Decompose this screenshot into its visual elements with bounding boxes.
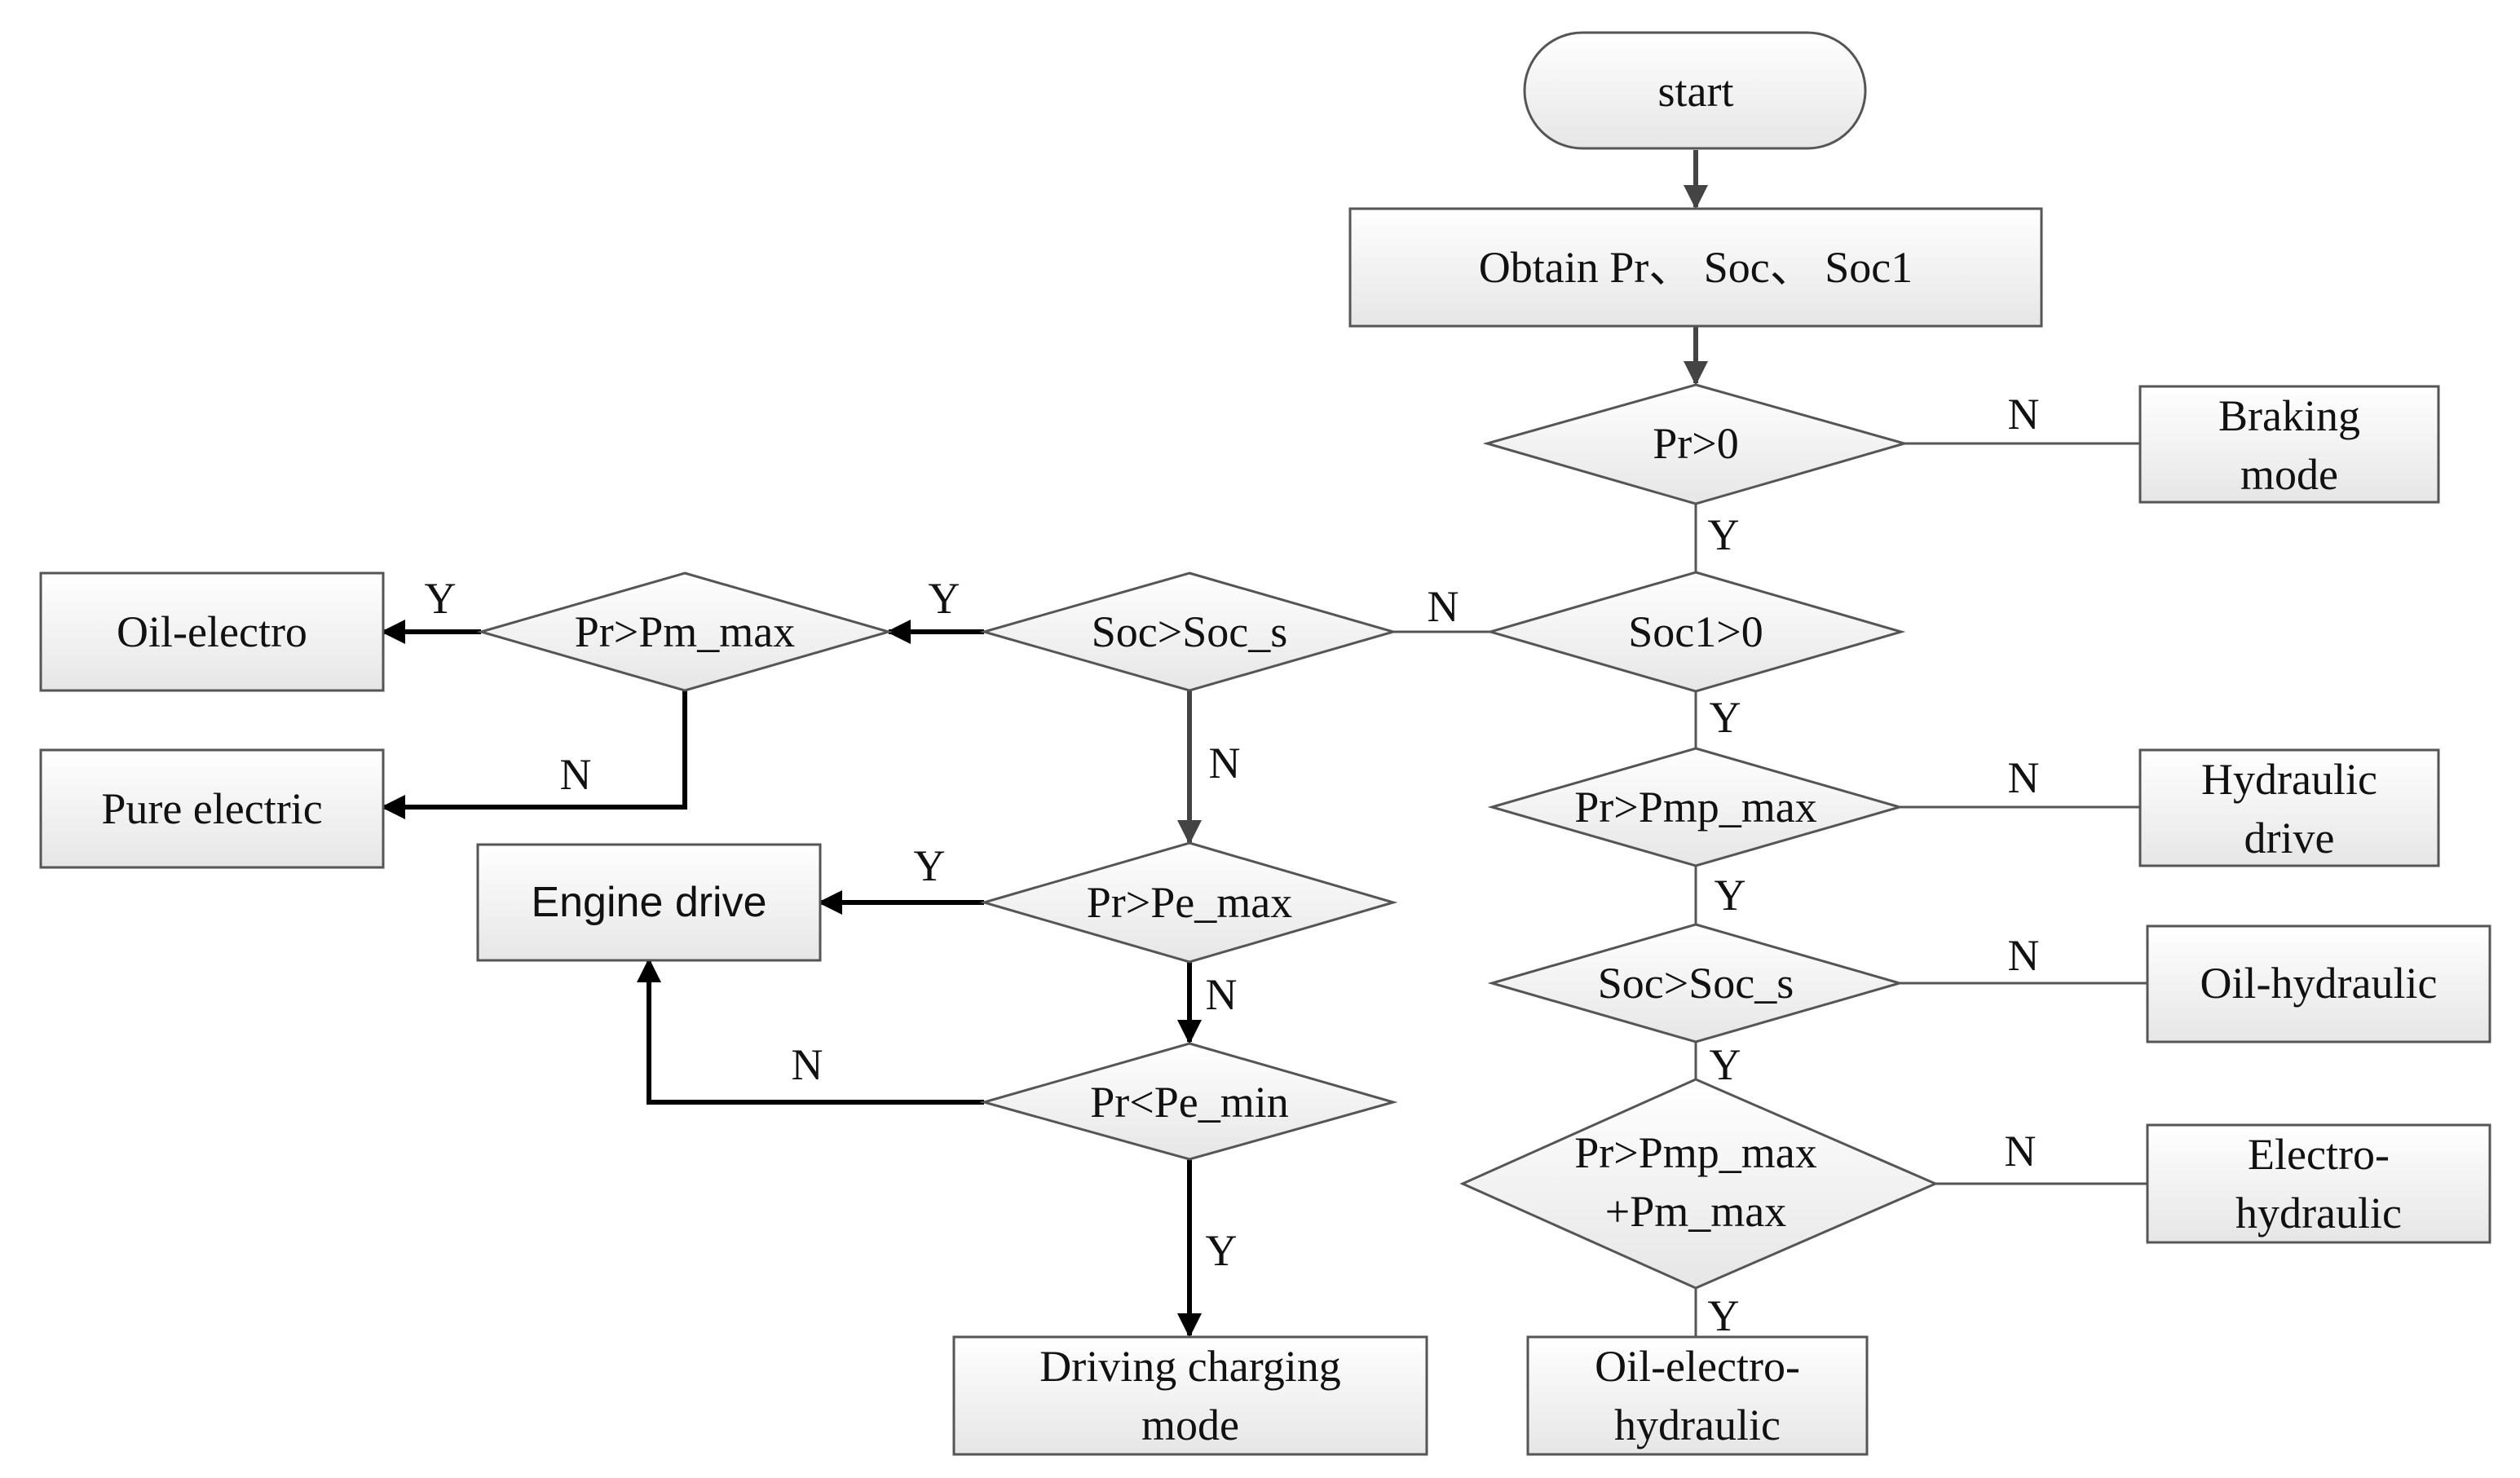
- edge-label-pmmax-y: Y: [425, 574, 457, 623]
- edge-label-pmp-pm-n: N: [2005, 1127, 2037, 1176]
- edge-label-pemax-y: Y: [914, 841, 946, 890]
- edge-label-pmmax-n: N: [560, 750, 592, 799]
- label-oil-electro-hydraulic-line2: hydraulic: [1614, 1401, 1781, 1449]
- shapes: [39, 31, 2491, 1456]
- node-obtain: [1348, 207, 2043, 328]
- node-pr-gt-pm-max: [476, 571, 894, 692]
- edge-label-pr0-y: Y: [1708, 510, 1740, 559]
- node-electro-hydraulic: [2146, 1123, 2491, 1244]
- node-pr-gt-0: [1482, 383, 1909, 505]
- node-driving-charging-mode: [952, 1335, 1428, 1456]
- label-obtain: Obtain Pr、 Soc、 Soc1: [1479, 243, 1913, 292]
- label-electro-hydraulic-line2: hydraulic: [2235, 1189, 2402, 1238]
- label-soc1-gt-0: Soc1>0: [1628, 607, 1763, 656]
- node-pr-lt-pe-min: [979, 1042, 1398, 1161]
- label-pr-gt-pe-max: Pr>Pe_max: [1087, 878, 1292, 927]
- edge-label-pmp-pm-y: Y: [1708, 1291, 1740, 1340]
- edge-label-soc1-n: N: [1428, 582, 1459, 631]
- edge-pmmax-to-pureelectric: [381, 690, 687, 819]
- label-driving-charging-line1: Driving charging: [1039, 1342, 1340, 1391]
- node-oil-electro: [39, 571, 385, 692]
- edge-pemin-to-enginedrive: [637, 958, 984, 1105]
- node-oil-hydraulic: [2146, 924, 2491, 1043]
- edge-label-socs-left-y: Y: [929, 574, 960, 623]
- edge-label-socs-right-y: Y: [1710, 1040, 1741, 1089]
- edge-label-pr0-n: N: [2008, 390, 2040, 439]
- edge-label-pemin-n: N: [792, 1040, 823, 1089]
- node-pr-gt-pmp-pm-max: [1459, 1078, 1939, 1290]
- label-oil-electro: Oil-electro: [117, 607, 307, 656]
- label-hydraulic-line2: drive: [2244, 814, 2335, 863]
- edge-labels: N Y N Y Y Y N N Y N N Y N Y N Y N Y: [425, 390, 2040, 1340]
- label-braking-line2: mode: [2240, 450, 2338, 499]
- label-pr-gt-0: Pr>0: [1653, 419, 1738, 468]
- label-pr-gt-pm-max: Pr>Pm_max: [575, 607, 795, 656]
- label-soc-gt-soc-s-right: Soc>Soc_s: [1598, 959, 1794, 1008]
- label-soc-gt-soc-s-left: Soc>Soc_s: [1092, 607, 1287, 656]
- node-oil-electro-hydraulic: [1526, 1335, 1869, 1456]
- edge-label-pmp-y: Y: [1715, 871, 1746, 920]
- edge-label-soc1-y: Y: [1710, 693, 1741, 742]
- edge-label-socs-left-n: N: [1209, 739, 1241, 788]
- node-engine-drive: [476, 843, 822, 962]
- label-start: start: [1658, 67, 1734, 116]
- label-pmp-pm-line1: Pr>Pmp_max: [1574, 1128, 1816, 1177]
- node-pr-gt-pe-max: [979, 841, 1398, 964]
- node-braking-mode: [2138, 385, 2440, 504]
- node-soc-gt-soc-s-right: [1487, 923, 1904, 1043]
- node-pr-gt-pmp-max: [1487, 747, 1904, 867]
- connectors: [381, 150, 2147, 1338]
- label-braking-line1: Braking: [2218, 391, 2360, 440]
- edge-label-pemax-n: N: [1206, 970, 1238, 1019]
- label-engine-drive: Engine drive: [531, 879, 766, 926]
- node-start: [1523, 31, 1867, 150]
- label-oil-hydraulic: Oil-hydraulic: [2200, 959, 2438, 1008]
- label-electro-hydraulic-line1: Electro-: [2248, 1130, 2390, 1179]
- edge-label-pemin-y: Y: [1206, 1226, 1238, 1275]
- label-driving-charging-line2: mode: [1141, 1401, 1239, 1449]
- label-pr-gt-pmp-max: Pr>Pmp_max: [1574, 783, 1816, 832]
- label-oil-electro-hydraulic-line1: Oil-electro-: [1595, 1342, 1800, 1391]
- label-pure-electric: Pure electric: [101, 784, 322, 833]
- label-pr-lt-pe-min: Pr<Pe_min: [1090, 1078, 1288, 1127]
- label-pmp-pm-line2: +Pm_max: [1605, 1187, 1786, 1236]
- node-pure-electric: [39, 748, 385, 869]
- node-soc-gt-soc-s-left: [979, 571, 1398, 692]
- label-hydraulic-line1: Hydraulic: [2201, 755, 2377, 804]
- node-labels: start Obtain Pr、 Soc、 Soc1 Pr>0 Braking …: [101, 67, 2437, 1449]
- edge-label-pmp-n: N: [2008, 753, 2040, 802]
- edge-label-socs-right-n: N: [2008, 931, 2040, 980]
- node-hydraulic-drive: [2138, 748, 2440, 867]
- node-soc1-gt-0: [1485, 571, 1906, 693]
